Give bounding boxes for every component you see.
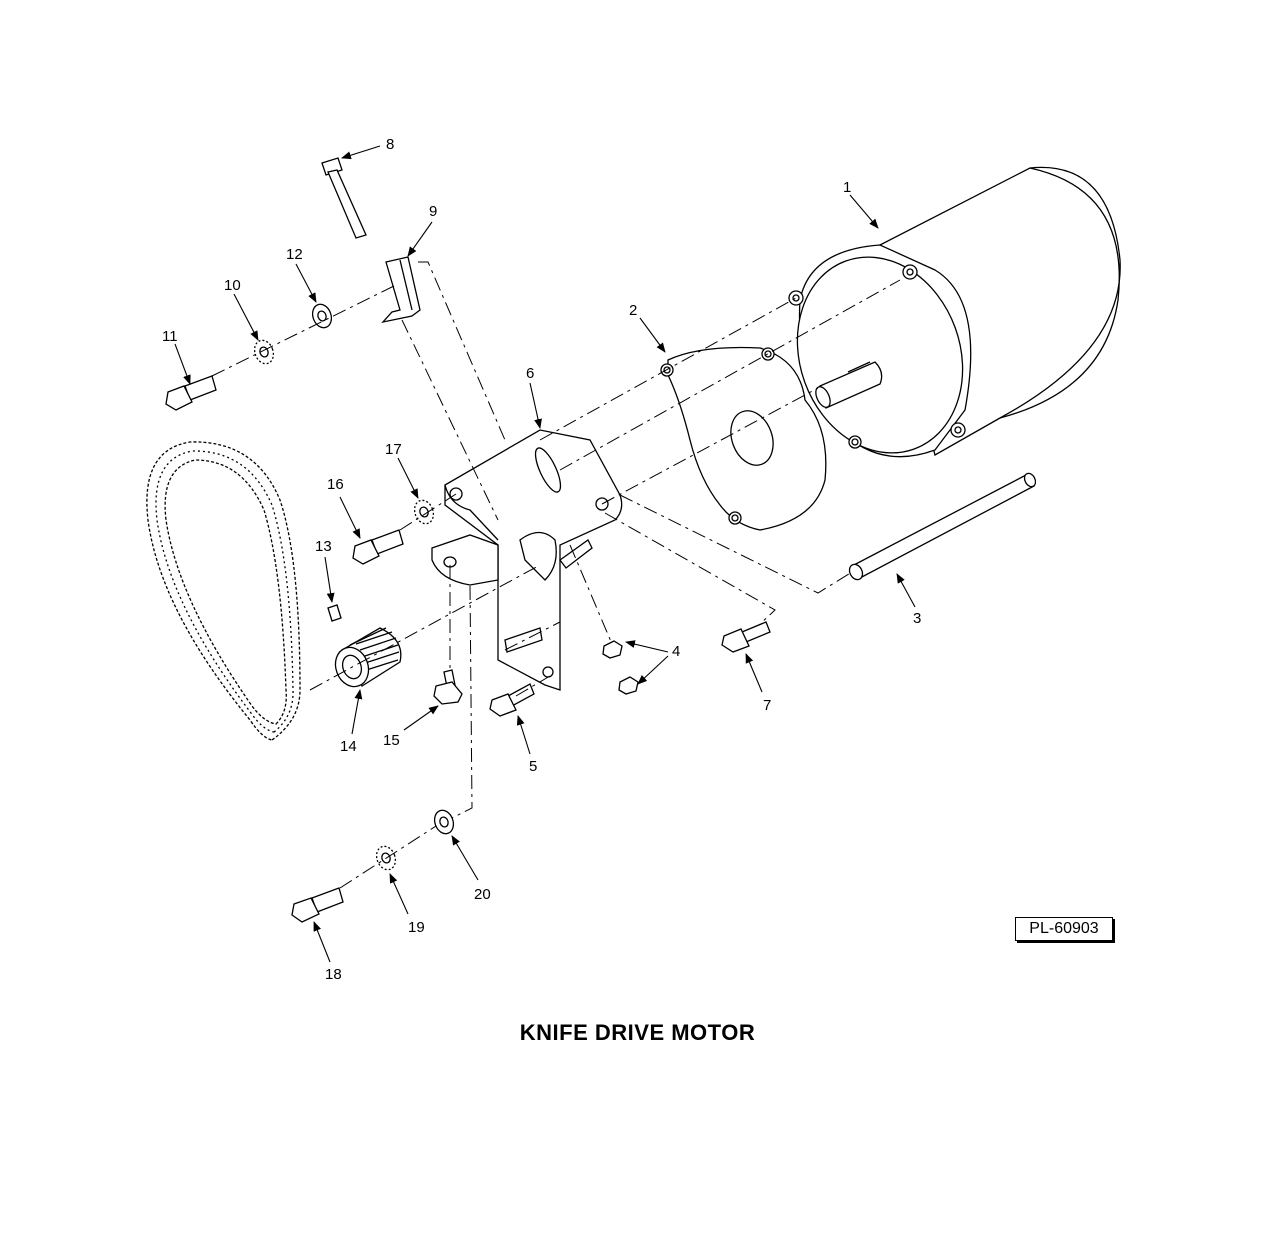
hex-bolt-18-part	[291, 887, 344, 923]
callout-3: 3	[913, 610, 921, 627]
adapter-plate-part	[660, 346, 827, 531]
callout-16: 16	[327, 476, 344, 493]
flat-washer-12-part	[311, 303, 333, 329]
flat-washer-20-part	[433, 809, 455, 835]
drive-belt-part	[146, 441, 301, 741]
motor-part	[788, 166, 1121, 458]
diagram-title: KNIFE DRIVE MOTOR	[519, 1020, 756, 1045]
callout-17: 17	[385, 441, 402, 458]
callout-15: 15	[383, 732, 400, 749]
exploded-parts-diagram: 1 2 3 4 5 6 7 8 9 10 11 12 13 14 15 16 1…	[146, 136, 1121, 983]
lock-washer-17-part	[413, 499, 435, 525]
callout-20: 20	[474, 886, 491, 903]
small-bracket-part	[381, 256, 421, 324]
callout-7: 7	[763, 697, 771, 714]
leader-lines	[174, 145, 916, 963]
plate-number-box: PL-60903	[1015, 917, 1113, 941]
callout-13: 13	[315, 538, 332, 555]
nut-4-part	[602, 640, 639, 695]
callout-11: 11	[162, 328, 178, 345]
callout-6: 6	[526, 365, 534, 382]
long-bolt-part	[321, 157, 367, 239]
callout-8: 8	[386, 136, 394, 153]
callout-18: 18	[325, 966, 342, 983]
flange-bolt-15-part	[433, 669, 463, 705]
set-screw-part	[327, 604, 342, 622]
callout-14: 14	[340, 738, 357, 755]
assembly-center-lines	[211, 261, 901, 889]
hex-bolt-11-part	[165, 375, 217, 411]
callout-4: 4	[672, 643, 680, 660]
callout-9: 9	[429, 203, 437, 220]
standoff-rod-part	[848, 472, 1037, 581]
callout-10: 10	[224, 277, 241, 294]
hex-bolt-16-part	[352, 529, 404, 565]
callout-2: 2	[629, 302, 637, 319]
flange-bolt-7-part	[721, 621, 771, 653]
callout-5: 5	[529, 758, 537, 775]
mounting-bracket-part	[431, 429, 623, 691]
callout-12: 12	[286, 246, 303, 263]
lock-washer-10-part	[253, 339, 275, 365]
callout-labels: 1 2 3 4 5 6 7 8 9 10 11 12 13 14 15 16 1…	[162, 136, 921, 983]
callout-1: 1	[843, 179, 851, 196]
callout-19: 19	[408, 919, 425, 936]
